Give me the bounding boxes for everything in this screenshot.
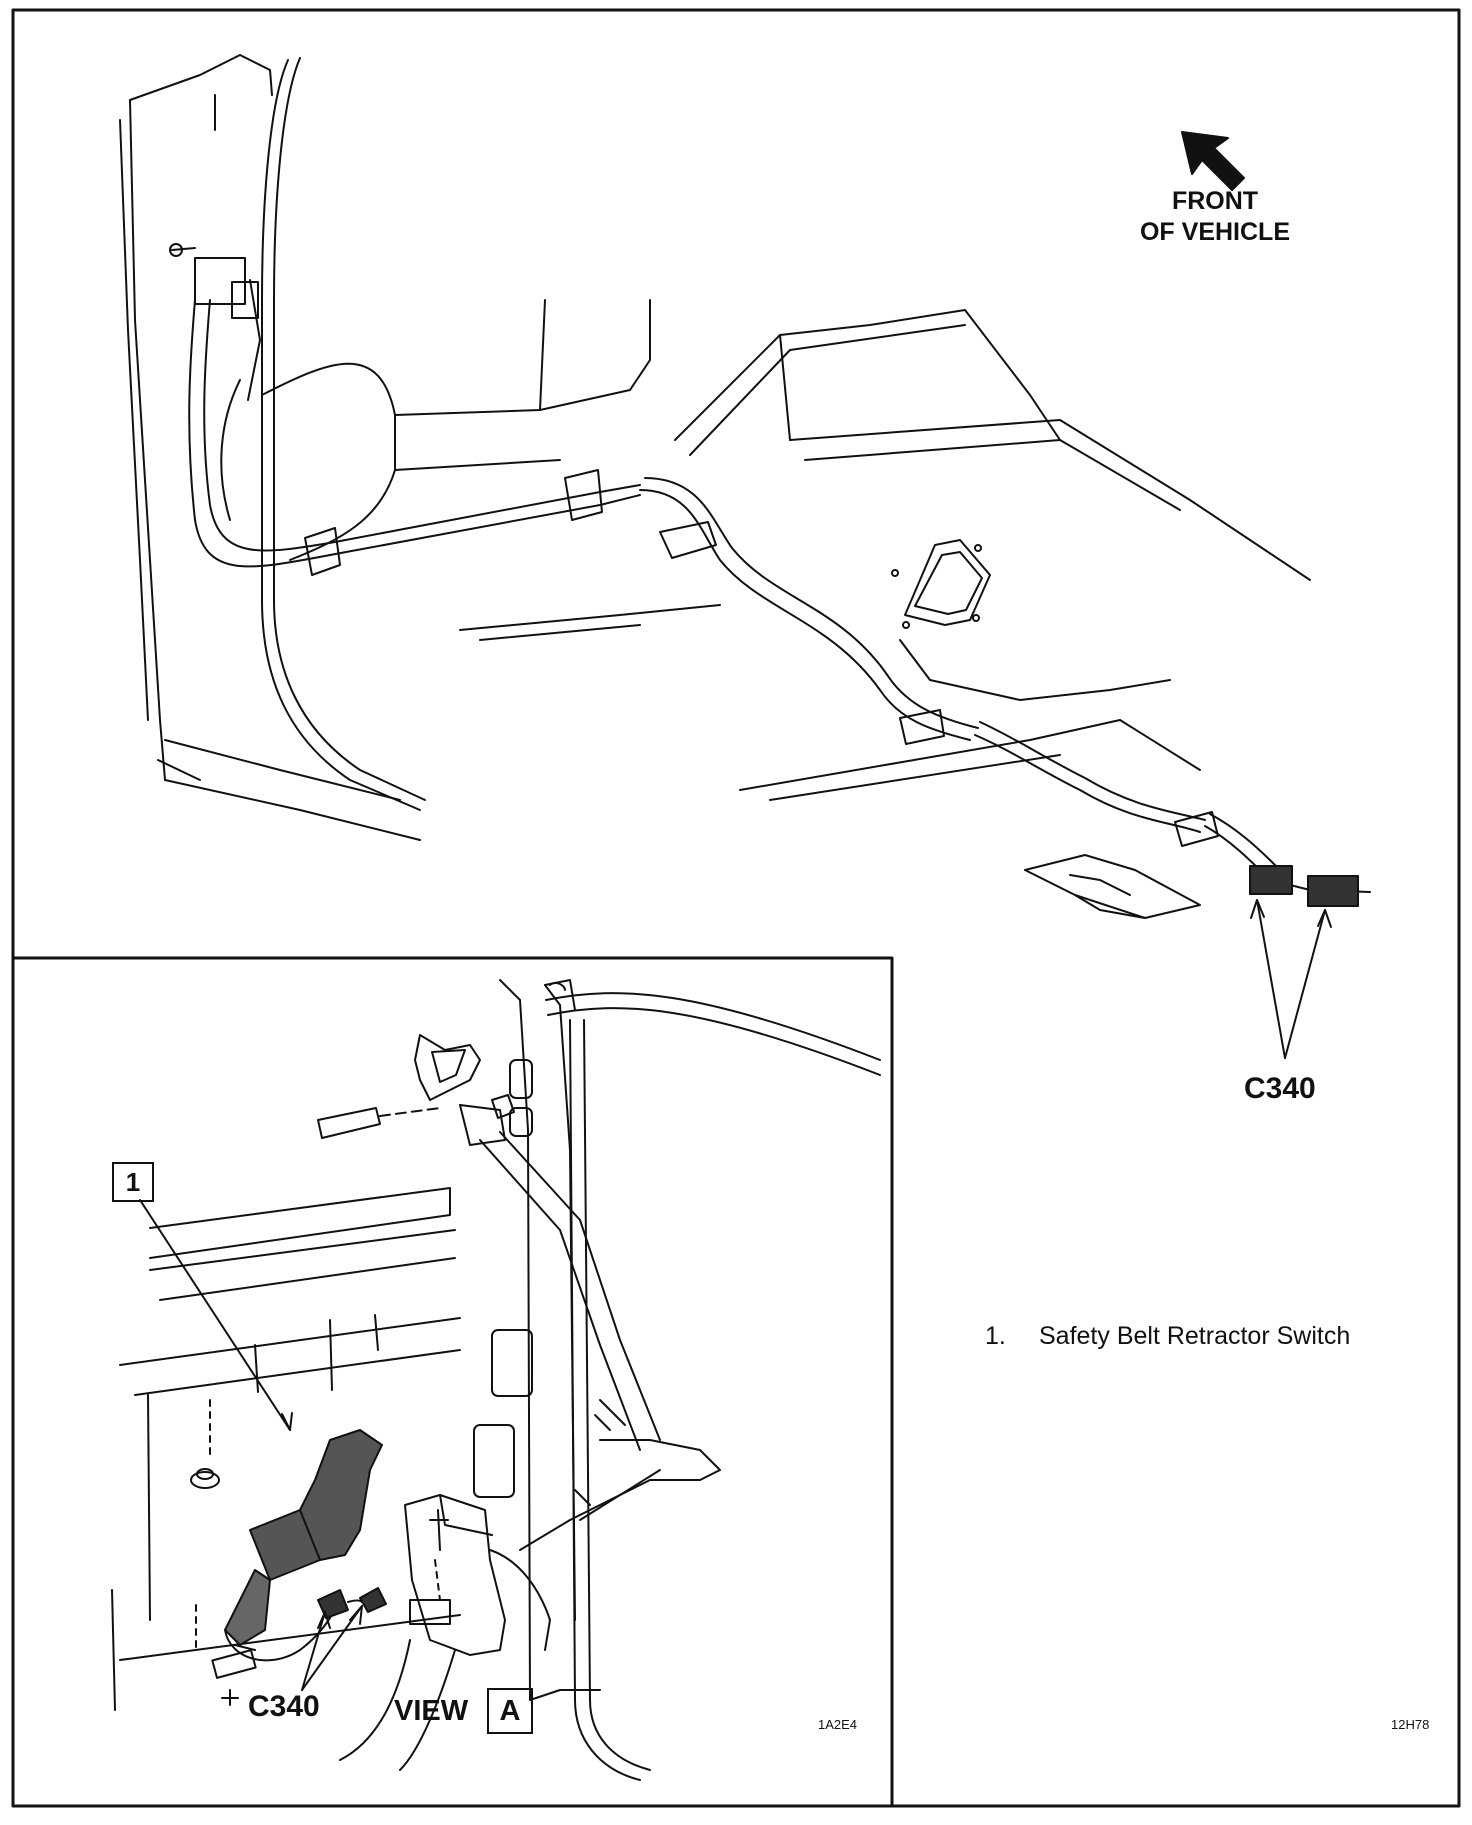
c340-leaders-inset — [301, 1605, 363, 1691]
inset-body — [111, 1187, 461, 1771]
view-letter-box: A — [487, 1688, 533, 1734]
arrow-up-left-icon — [1181, 131, 1245, 191]
c340-label-inset: C340 — [248, 1690, 320, 1723]
c340-leaders-main — [1250, 899, 1332, 1059]
c340-label-main: C340 — [1244, 1072, 1316, 1105]
c340-connectors-inset — [317, 1587, 387, 1619]
cab-interior — [261, 299, 721, 641]
c340-connectors-main — [1249, 865, 1359, 907]
door-pillar — [119, 54, 426, 841]
wiring-harness — [188, 279, 1371, 893]
front-label-line1: FRONT — [1171, 187, 1259, 215]
front-of-vehicle-label: FRONT OF VEHICLE — [1120, 186, 1310, 248]
figure-id-main: 12H78 — [1391, 1717, 1430, 1732]
legend-number: 1. — [985, 1322, 1006, 1350]
pillar-openings — [473, 1059, 533, 1498]
front-label-line2: OF VEHICLE — [1139, 218, 1290, 246]
legend-item: 1. Safety Belt Retractor Switch — [985, 1322, 1350, 1351]
callout-arrowhead — [281, 1412, 293, 1431]
callout-number-box: 1 — [112, 1162, 154, 1202]
harness-clips — [304, 469, 1219, 847]
inset-frame — [11, 956, 894, 1808]
retractor-switch — [224, 1429, 383, 1662]
outer-frame — [11, 8, 1461, 1808]
fasteners — [190, 1399, 451, 1706]
pillar-connector — [169, 243, 259, 319]
view-label: VIEW — [394, 1695, 469, 1727]
seat-belt-webbing — [414, 1034, 721, 1551]
figure-id-inset: 1A2E4 — [818, 1717, 858, 1732]
anchor-bolt — [317, 1094, 515, 1139]
inset-pillar — [499, 979, 881, 1781]
callout-leader — [139, 1199, 291, 1431]
access-cover — [891, 539, 991, 629]
legend-text: Safety Belt Retractor Switch — [1039, 1322, 1351, 1350]
floor-panel — [1024, 854, 1201, 919]
retractor-housing — [404, 1494, 551, 1656]
seat-riser — [674, 309, 1311, 801]
